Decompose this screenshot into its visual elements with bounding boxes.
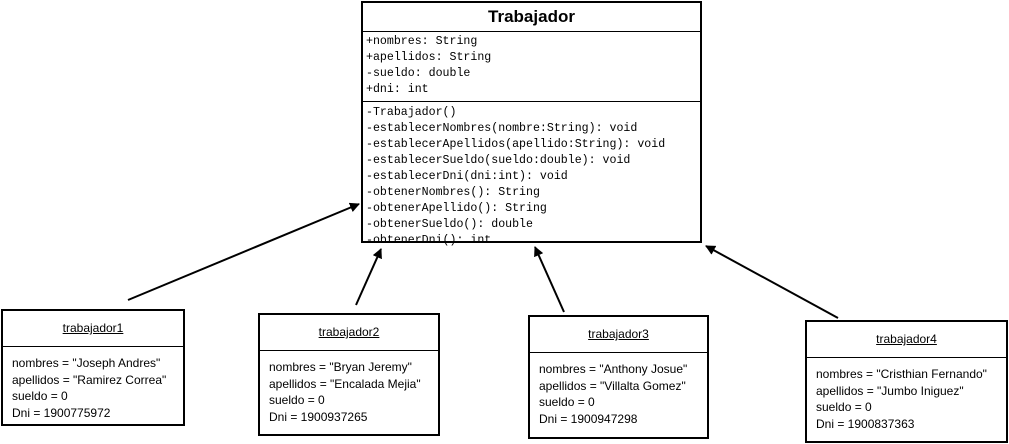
object-field-sueldo: sueldo = 0	[816, 400, 872, 414]
class-methods: -Trabajador() -establecerNombres(nombre:…	[363, 102, 700, 249]
method-obtener-sueldo: -obtenerSueldo(): double	[366, 218, 533, 231]
object-field-nombres: nombres = "Cristhian Fernando"	[816, 367, 987, 381]
object-field-nombres: nombres = "Bryan Jeremy"	[269, 360, 412, 374]
method-obtener-apellido: -obtenerApellido(): String	[366, 202, 547, 215]
method-establecer-apellidos: -establecerApellidos(apellido:String): v…	[366, 138, 666, 151]
attribute-sueldo: -sueldo: double	[366, 67, 471, 80]
object-field-apellidos: apellidos = "Jumbo Iniguez"	[816, 383, 964, 398]
object-field-nombres: nombres = "Anthony Josue"	[539, 362, 688, 376]
arrow-trabajador2	[355, 248, 382, 306]
method-establecer-dni: -establecerDni(dni:int): void	[366, 170, 568, 183]
object-field-dni: Dni = 1900937265	[269, 409, 368, 424]
method-obtener-dni: -obtenerDni(): int	[366, 234, 492, 247]
attribute-dni: +dni: int	[366, 83, 429, 96]
object-field-apellidos: apellidos = "Ramirez Correa"	[12, 372, 167, 387]
object-trabajador2[interactable]: trabajador2 nombres = "Bryan Jeremy" ape…	[258, 313, 440, 436]
method-establecer-sueldo: -establecerSueldo(sueldo:double): void	[366, 154, 631, 167]
class-name: Trabajador	[363, 3, 700, 32]
attribute-apellidos: +apellidos: String	[366, 51, 492, 64]
object-field-apellidos: apellidos = "Encalada Mejia"	[269, 376, 421, 391]
object-trabajador3[interactable]: trabajador3 nombres = "Anthony Josue" ap…	[528, 315, 709, 439]
object-field-apellidos: apellidos = "Villalta Gomez"	[539, 378, 686, 393]
attribute-nombres: +nombres: String	[366, 35, 478, 48]
class-trabajador[interactable]: Trabajador +nombres: String +apellidos: …	[361, 1, 702, 247]
object-field-dni: Dni = 1900947298	[539, 411, 638, 426]
object-field-sueldo: sueldo = 0	[539, 395, 595, 409]
object-name: trabajador3	[530, 317, 707, 353]
object-trabajador1[interactable]: trabajador1 nombres = "Joseph Andres" ap…	[1, 309, 185, 426]
object-trabajador4[interactable]: trabajador4 nombres = "Cristhian Fernand…	[805, 320, 1008, 443]
method-constructor: -Trabajador()	[366, 106, 457, 119]
object-field-dni: Dni = 1900775972	[12, 405, 111, 420]
arrow-trabajador4	[705, 245, 839, 319]
object-name: trabajador1	[3, 311, 183, 347]
object-field-dni: Dni = 1900837363	[816, 416, 915, 431]
arrow-trabajador3	[534, 246, 565, 313]
object-name: trabajador2	[260, 315, 438, 351]
method-obtener-nombres: -obtenerNombres(): String	[366, 186, 540, 199]
object-field-nombres: nombres = "Joseph Andres"	[12, 356, 161, 370]
object-field-sueldo: sueldo = 0	[269, 393, 325, 407]
method-establecer-nombres: -establecerNombres(nombre:String): void	[366, 122, 638, 135]
arrow-trabajador1	[127, 202, 360, 301]
class-attributes: +nombres: String +apellidos: String -sue…	[363, 32, 700, 102]
object-field-sueldo: sueldo = 0	[12, 389, 68, 403]
object-name: trabajador4	[807, 322, 1006, 358]
